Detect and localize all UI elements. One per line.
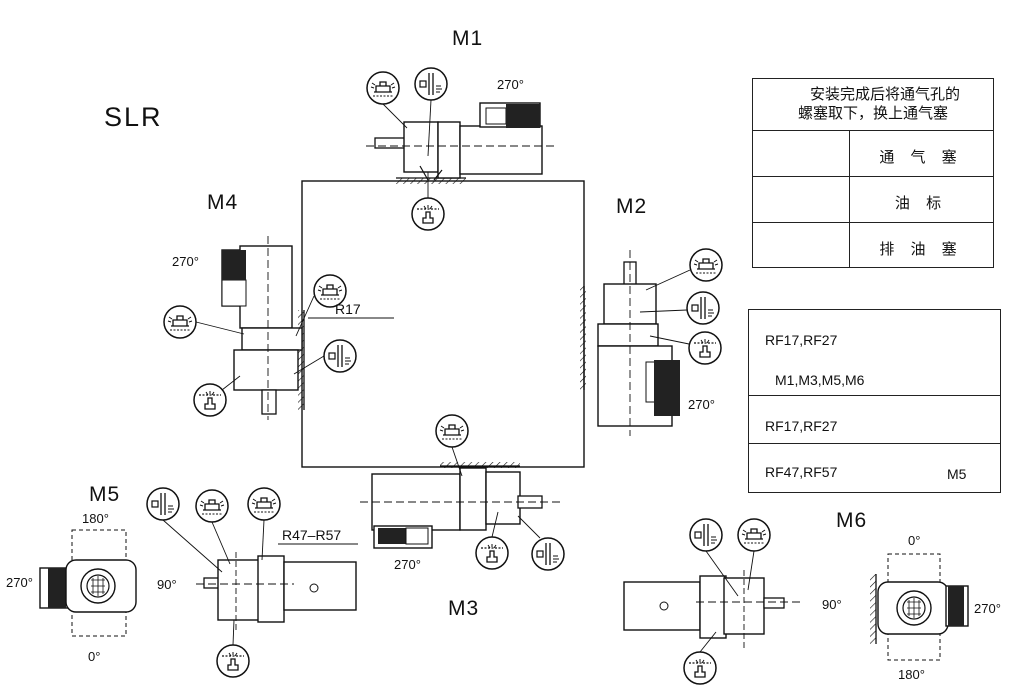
angle-m5-0: 0° <box>88 649 101 664</box>
angle-m4-270: 270° <box>172 254 199 269</box>
angle-m2-270: 270° <box>688 397 715 412</box>
position-label-m5: M5 <box>89 483 121 506</box>
angle-m5-270: 270° <box>6 575 33 590</box>
position-label-m2: M2 <box>616 195 648 218</box>
legend-note-line2: 螺塞取下，换上通气塞 <box>797 105 948 122</box>
position-label-m6: M6 <box>836 509 868 532</box>
position-label-m4: M4 <box>207 191 239 214</box>
gear-motor-m4 <box>163 236 394 420</box>
position-label-m1: M1 <box>452 27 484 50</box>
rf-row2-models: RF17,RF27 <box>765 418 838 434</box>
gear-motor-m6 <box>623 518 969 685</box>
angle-m5-90: 90° <box>157 577 177 592</box>
angle-m3-270: 270° <box>394 557 421 572</box>
legend-oil-gauge-label: 油 标 <box>894 195 948 212</box>
rf-model-table: RF17,RF27 M1,M3,M5,M6 RF17,RF27 RF47,RF5… <box>748 309 1001 493</box>
angle-m6-90: 90° <box>822 597 842 612</box>
angle-m6-270: 270° <box>974 601 1001 616</box>
legend-note-line1: 安装完成后将通气孔的 <box>809 86 960 103</box>
rf-row3-models: RF47,RF57 <box>765 464 838 480</box>
gear-motor-m1 <box>366 67 556 231</box>
rf-row3-position: M5 <box>947 466 967 482</box>
angle-m5-180: 180° <box>82 511 109 526</box>
gear-motor-m3 <box>360 414 565 571</box>
model-label-r17: R17 <box>335 301 361 317</box>
legend-table: 安装完成后将通气孔的 螺塞取下，换上通气塞 通 气 塞 油 标 排 油 塞 <box>752 78 994 268</box>
legend-note: 安装完成后将通气孔的 螺塞取下，换上通气塞 <box>753 79 993 131</box>
rf-row1-models: RF17,RF27 <box>765 332 838 348</box>
angle-m1-270: 270° <box>497 77 524 92</box>
rf-row1-positions: M1,M3,M5,M6 <box>775 372 865 388</box>
position-label-m3: M3 <box>448 597 480 620</box>
legend-vent-plug-label: 通 气 塞 <box>879 149 963 166</box>
legend-drain-plug-label: 排 油 塞 <box>879 241 963 258</box>
gear-motor-m5 <box>39 487 358 678</box>
gear-motor-m2 <box>580 248 723 436</box>
angle-m6-180: 180° <box>898 667 925 682</box>
angle-m6-0: 0° <box>908 533 921 548</box>
series-title: SLR <box>104 102 163 132</box>
model-label-r47-r57: R47–R57 <box>282 527 342 543</box>
